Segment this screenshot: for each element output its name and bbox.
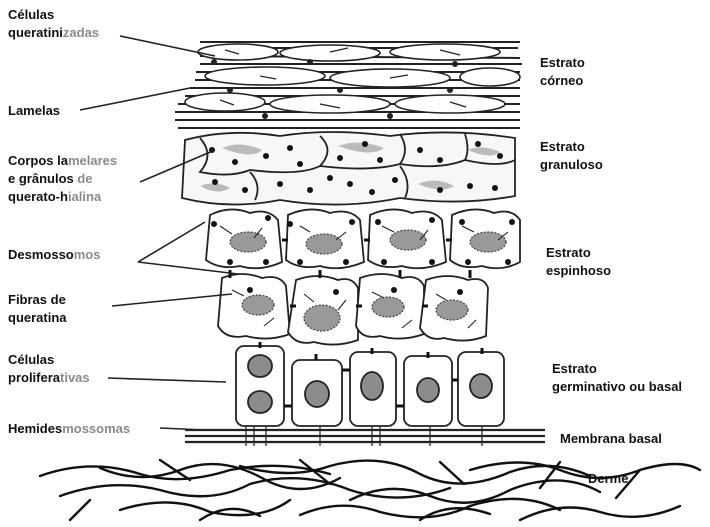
label-estrato-espinhoso: Estrato espinhoso [546,244,611,280]
leader-hemidesmossomas [160,428,205,430]
label-corpos-lamelares: Corpos lamelares e grânulos de querato-h… [8,152,117,206]
label-estrato-germinativo-line1: Estrato [552,360,682,378]
label-celulas-queratinizadas-faint: zadas [63,25,99,40]
label-proliferativas-line1: Células [8,351,90,369]
label-corpos-line1-faint: melares [68,153,117,168]
label-corpos-line2-faint: de [77,171,92,186]
label-estrato-granuloso-line1: Estrato [540,138,603,156]
label-corpos-line2-bold: e grânulos [8,171,77,186]
leader-proliferativas [108,378,226,382]
leader-lamelas [80,88,190,110]
label-celulas-queratinizadas-line1: Células [8,6,99,24]
label-estrato-germinativo-line2: germinativo ou basal [552,378,682,396]
stratum-spinosum [206,209,520,344]
label-corpos-lamelares-line3: querato-hialina [8,188,117,206]
label-estrato-espinhoso-line1: Estrato [546,244,611,262]
label-corpos-lamelares-line1: Corpos lamelares [8,152,117,170]
label-corpos-line3-bold: querato-h [8,189,68,204]
label-corpos-line1-bold: Corpos la [8,153,68,168]
label-celulas-proliferativas: Células proliferativas [8,351,90,387]
label-derme: Derme [588,470,628,488]
stratum-corneum [175,42,522,128]
label-corpos-line3-faint: ialina [68,189,101,204]
leader-fibras [112,294,232,306]
label-celulas-queratinizadas-line2: queratinizadas [8,24,99,42]
label-estrato-corneo-line1: Estrato [540,54,585,72]
label-celulas-queratinizadas-bold: queratini [8,25,63,40]
label-hemidesmossomas: Hemidesmossomas [8,420,130,438]
label-estrato-granuloso: Estrato granuloso [540,138,603,174]
stratum-granulosum [182,132,515,205]
basement-membrane [185,430,545,442]
leader-celulas-queratinizadas [120,36,215,56]
label-proliferativas-bold: prolifera [8,370,60,385]
label-desmossomos-faint: mos [74,247,101,262]
label-membrana-basal: Membrana basal [560,430,662,448]
label-hemidesmossomas-bold: Hemides [8,421,62,436]
label-corpos-lamelares-line2: e grânulos de [8,170,117,188]
label-desmossomos-bold: Desmosso [8,247,74,262]
label-hemidesmossomas-faint: mossomas [62,421,130,436]
label-proliferativas-faint: tivas [60,370,90,385]
label-fibras-line1: Fibras de [8,291,67,309]
dermis-fibers [40,460,700,520]
label-fibras-line2: queratina [8,309,67,327]
label-lamelas: Lamelas [8,102,60,120]
label-estrato-corneo-line2: córneo [540,72,585,90]
label-estrato-granuloso-line2: granuloso [540,156,603,174]
label-estrato-espinhoso-line2: espinhoso [546,262,611,280]
label-estrato-corneo: Estrato córneo [540,54,585,90]
label-desmossomos: Desmossomos [8,246,100,264]
label-estrato-germinativo: Estrato germinativo ou basal [552,360,682,396]
label-celulas-queratinizadas: Células queratinizadas [8,6,99,42]
label-fibras-de-queratina: Fibras de queratina [8,291,67,327]
leader-desmossomos-a [138,222,205,262]
label-proliferativas-line2: proliferativas [8,369,90,387]
